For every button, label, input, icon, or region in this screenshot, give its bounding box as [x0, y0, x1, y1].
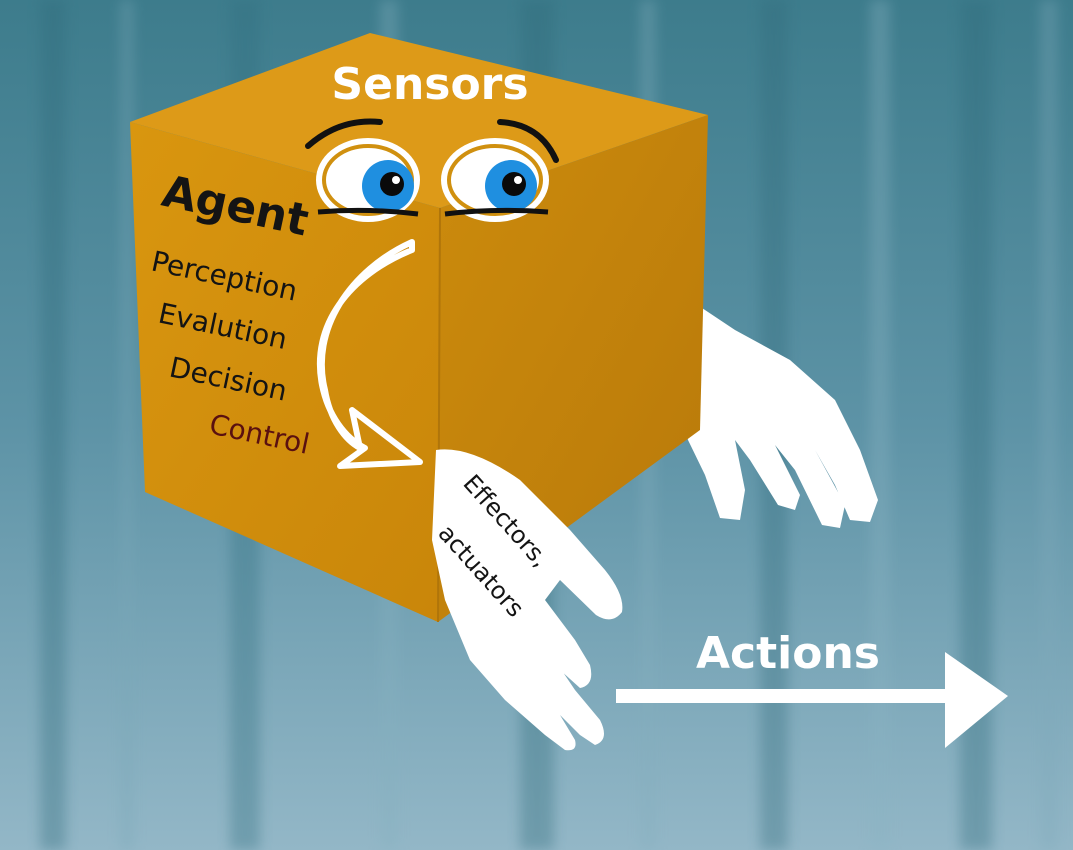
sensors-label: Sensors — [331, 59, 528, 110]
left-eye-icon — [316, 138, 420, 222]
box-top-face — [130, 33, 708, 208]
right-eye-icon — [441, 138, 549, 222]
box-left-face — [130, 122, 440, 622]
right-eyebrow-icon — [497, 119, 559, 163]
back-hand-shape — [680, 300, 878, 528]
left-eyebrow-icon — [305, 118, 383, 149]
process-arrow-icon — [316, 239, 423, 469]
front-hand-shape — [432, 449, 623, 751]
actions-label: Actions — [696, 628, 880, 679]
actions-arrow-icon — [616, 652, 1008, 748]
